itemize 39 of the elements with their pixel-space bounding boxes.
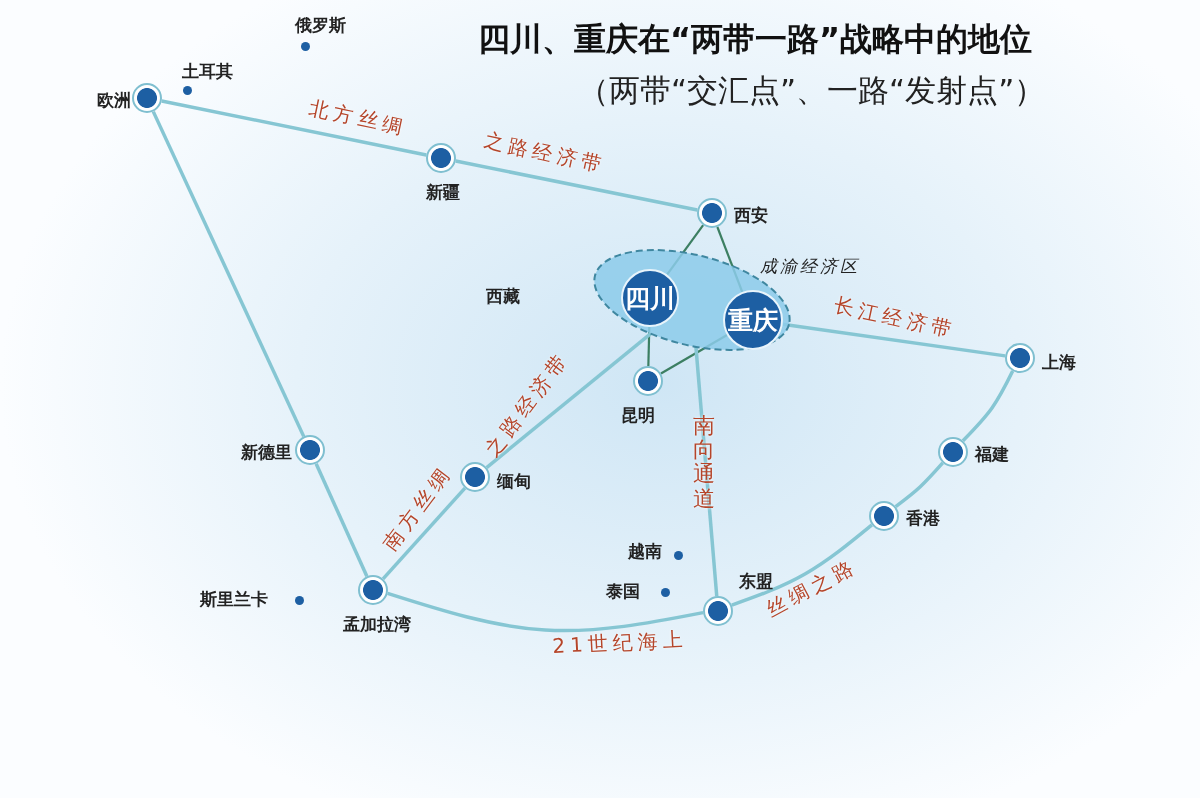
route-line [161, 99, 427, 157]
country-name: 越南 [628, 540, 662, 563]
title: 四川、重庆在“两带一路”战略中的地位 [478, 19, 1033, 60]
route-line [151, 110, 306, 438]
route-label: 长江经济带 [831, 291, 959, 345]
route-line [961, 370, 1015, 442]
country-name: 土耳其 [182, 60, 233, 83]
route-line [894, 461, 944, 508]
route-label: 南方丝绸 [377, 459, 459, 557]
city-name: 孟加拉湾 [343, 612, 411, 636]
city-name: 东盟 [739, 569, 773, 593]
country-name: 泰国 [606, 580, 640, 603]
country-name: 俄罗斯 [295, 14, 346, 37]
province-name: 四川 [625, 282, 675, 315]
city-name: 香港 [906, 506, 940, 530]
region-name: 西藏 [486, 285, 520, 308]
route-line [387, 591, 704, 633]
city-name: 上海 [1042, 350, 1076, 374]
city-name: 欧洲 [97, 88, 131, 112]
route-line [485, 332, 652, 469]
route-line [731, 523, 873, 607]
route-line [381, 486, 467, 581]
city-name: 福建 [975, 442, 1009, 466]
city-name: 新德里 [241, 440, 292, 464]
route-line [455, 159, 698, 212]
zone-label: 成渝经济区 [760, 255, 860, 278]
route-line [314, 462, 369, 578]
city-name: 昆明 [621, 403, 655, 427]
route-label: 北方丝绸 [306, 94, 410, 142]
country-name: 斯里兰卡 [200, 588, 268, 611]
city-name: 西安 [734, 203, 768, 227]
subtitle: （两带“交汇点”、一路“发射点”） [578, 71, 1046, 110]
city-name: 新疆 [426, 180, 460, 204]
route-label: 之路经济带 [481, 126, 609, 180]
province-name: 重庆 [728, 304, 778, 337]
city-name: 缅甸 [497, 469, 531, 493]
route-label: 之路经济带 [478, 345, 575, 463]
route-label: 21世纪海上 [551, 625, 689, 661]
route-label: 南向通道 [693, 413, 715, 511]
